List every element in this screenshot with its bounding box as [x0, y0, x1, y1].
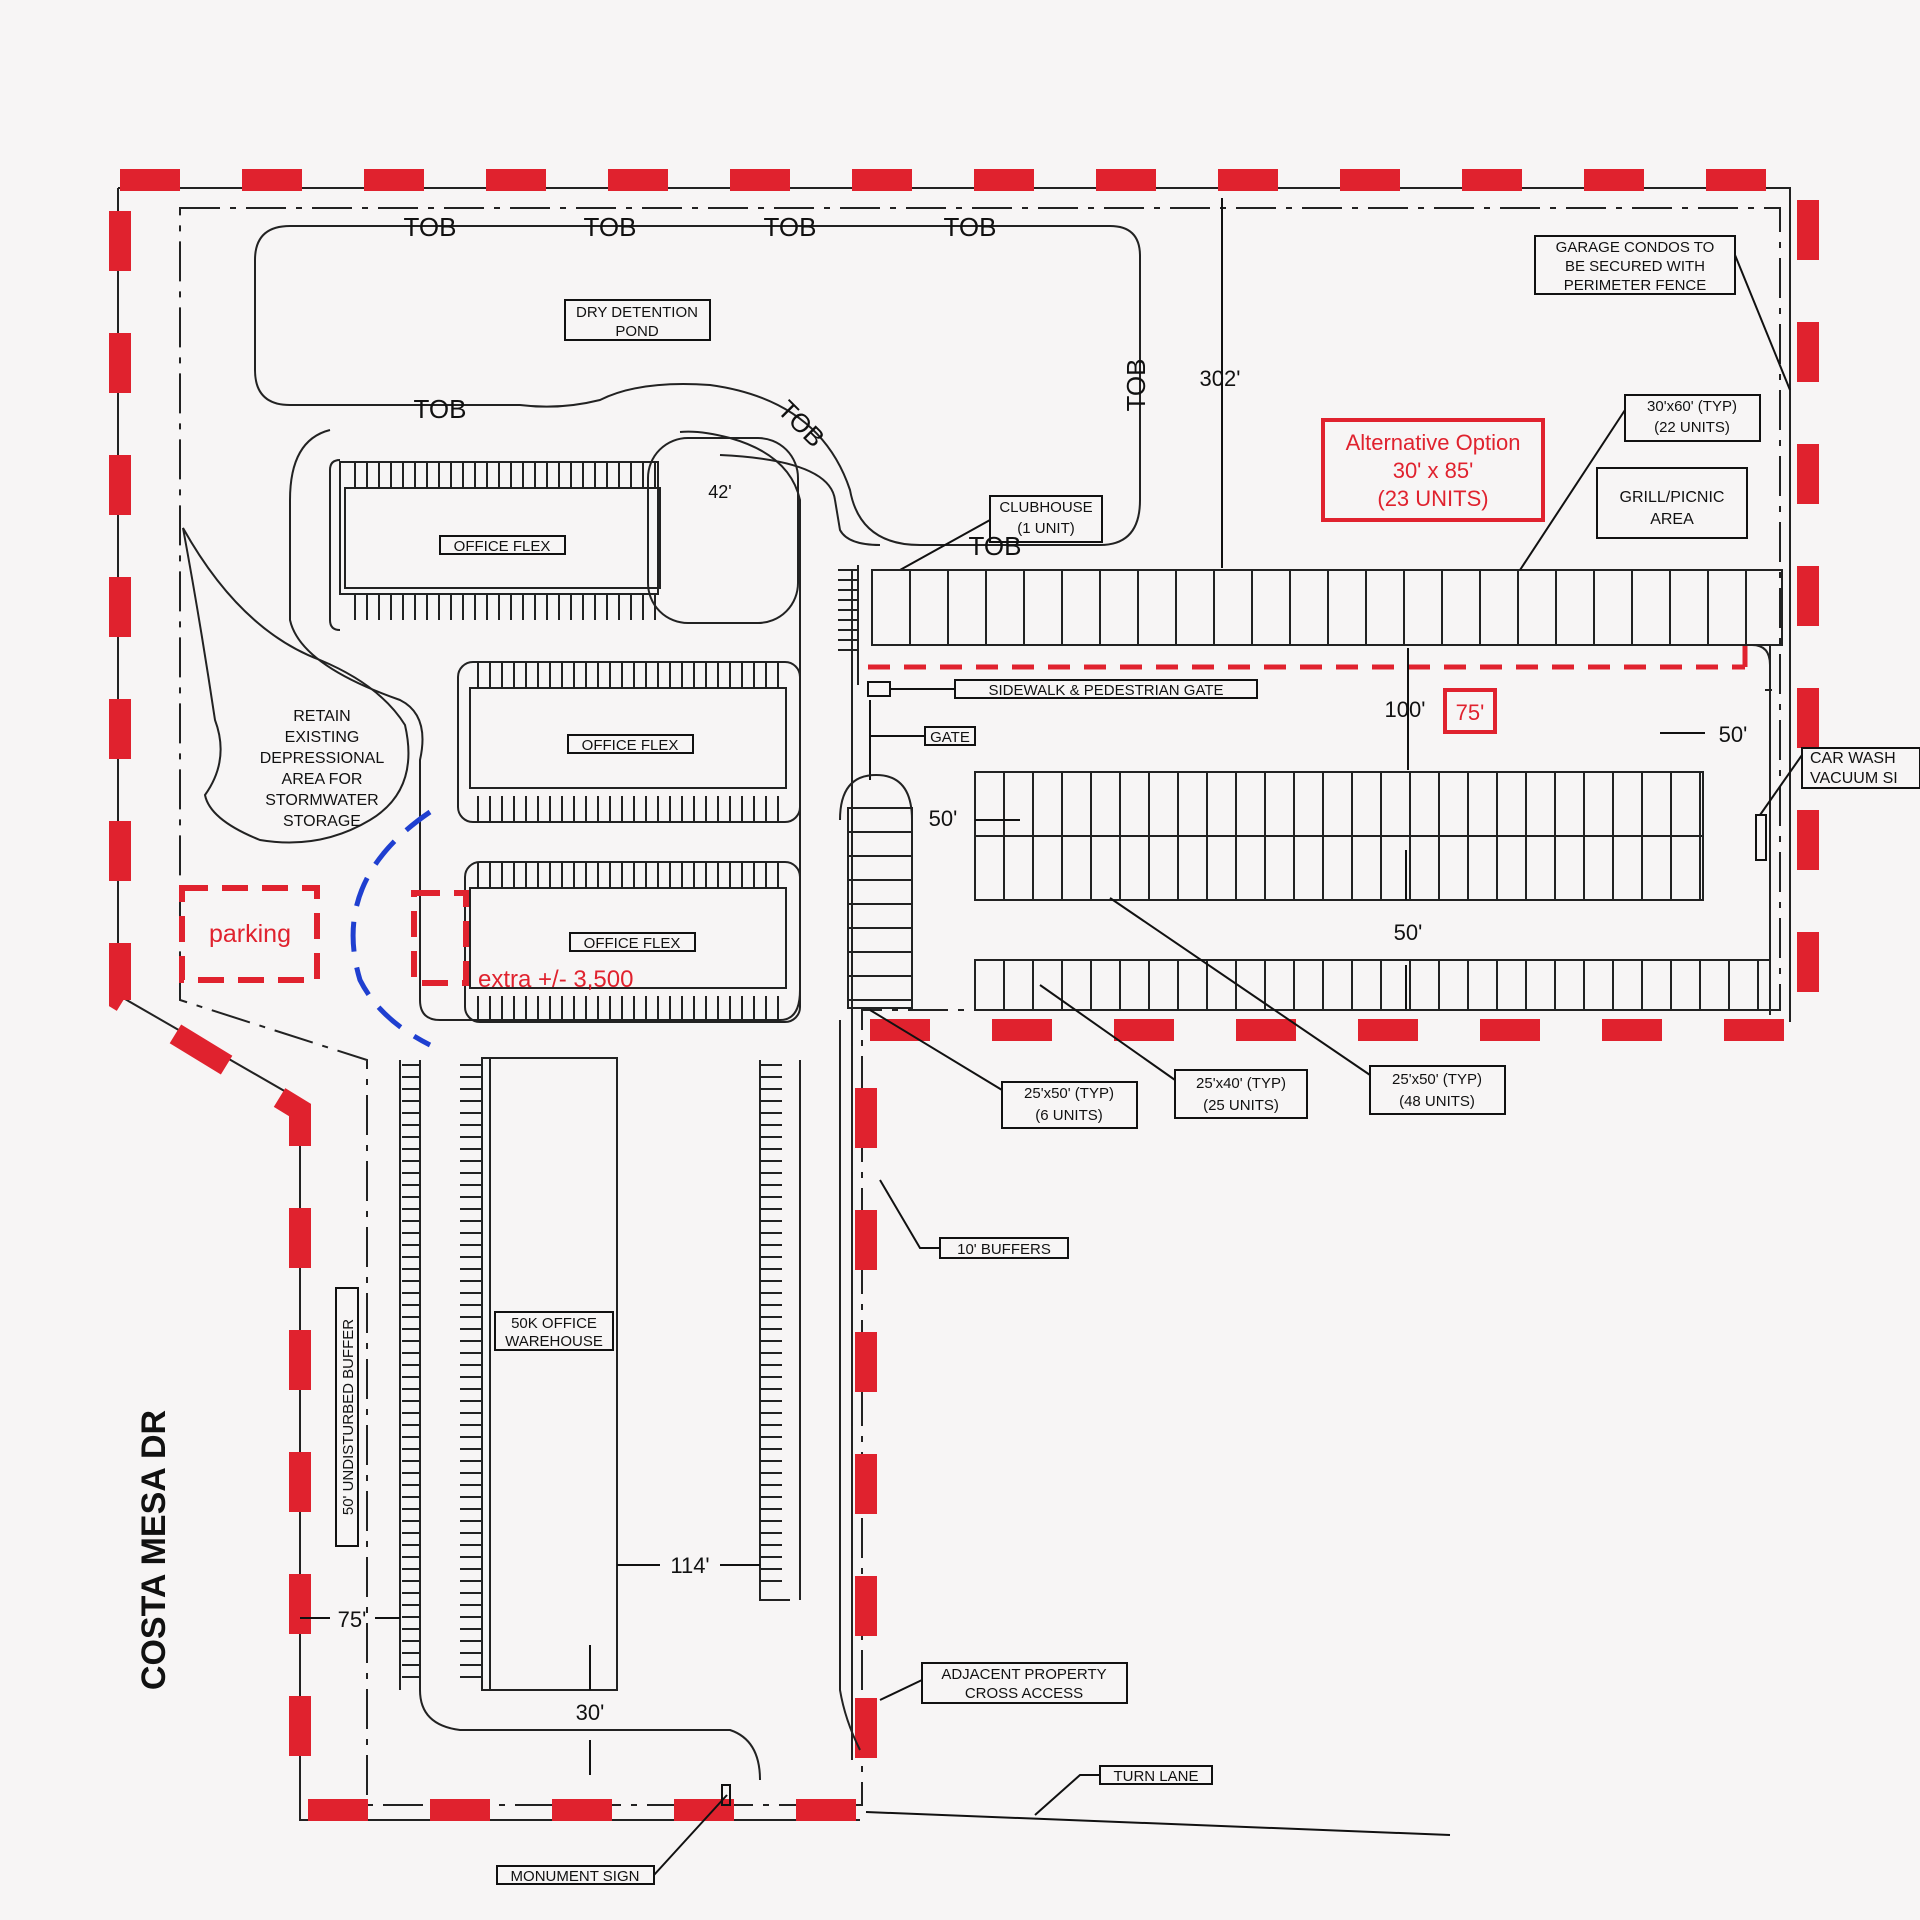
garage-units-middle: [1003, 772, 1701, 900]
unit-25x40-label: (25 UNITS): [1203, 1097, 1279, 1114]
svg-text:STORMWATER: STORMWATER: [265, 792, 378, 809]
garage-condo-row-bottom: [974, 959, 1771, 1011]
street-name-costa-mesa: COSTA MESA DR: [135, 1410, 173, 1690]
monument-sign-label: MONUMENT SIGN: [511, 1868, 640, 1885]
garage-condos-note: PERIMETER FENCE: [1564, 277, 1707, 294]
unit-30x60-label-box: [1624, 394, 1761, 442]
car-wash-label: CAR WASH: [1810, 750, 1896, 767]
proposed-parking-area: [179, 885, 320, 983]
adjacent-property-label: CROSS ACCESS: [965, 1685, 1083, 1702]
garage-condos-note-box: [1534, 235, 1736, 295]
dimension-50-right: 50': [1719, 722, 1748, 747]
buffers-label: 10' BUFFERS: [957, 1241, 1051, 1258]
svg-text:DEPRESSIONAL: DEPRESSIONAL: [260, 750, 385, 767]
unit-25x50-6-label: 25'x50' (TYP): [1024, 1085, 1114, 1102]
dimension-50-mid: 50': [1394, 920, 1423, 945]
car-wash-label: VACUUM SI: [1810, 770, 1898, 787]
dimension-75-red: 75': [1456, 700, 1485, 725]
garage-units-bottom: [1003, 960, 1759, 1010]
tob-label: TOB: [584, 212, 637, 242]
unit-25x50-48-box: [1369, 1065, 1506, 1115]
dimension-100: 100': [1385, 697, 1426, 722]
property-line: [179, 207, 1781, 1806]
pond-label: POND: [615, 323, 659, 340]
svg-text:STORAGE: STORAGE: [283, 813, 361, 830]
clubhouse-label: (1 UNIT): [1017, 520, 1075, 537]
clubhouse-label-box: [989, 495, 1103, 543]
unit-30x60-label: (22 UNITS): [1654, 419, 1730, 436]
extra-area-box: [411, 890, 469, 986]
dry-detention-pond: [254, 225, 1141, 546]
unit-25x40-label: 25'x40' (TYP): [1196, 1075, 1286, 1092]
west-drive: [289, 429, 801, 1021]
dimension-50-left: 50': [929, 806, 958, 831]
undisturbed-buffer-label: 50' UNDISTURBED BUFFER: [340, 1319, 357, 1515]
extra-area-label: extra +/- 3,500: [478, 966, 633, 993]
dimension-42: 42': [708, 482, 731, 502]
dimension-30: 30': [576, 1700, 605, 1725]
garage-units-west: [847, 807, 913, 1009]
clubhouse-label: CLUBHOUSE: [999, 499, 1092, 516]
unit-25x40-box: [1174, 1069, 1308, 1119]
site-boundary-red: [109, 169, 1819, 1821]
parking-stalls-office: [354, 462, 779, 1020]
grill-picnic-label: GRILL/PICNIC: [1620, 489, 1725, 506]
svg-text:RETAIN: RETAIN: [293, 708, 350, 725]
undisturbed-buffer-box: [335, 1287, 359, 1547]
gate-label: GATE: [930, 729, 970, 746]
retain-existing-area: [182, 527, 410, 844]
turn-lane-line: [865, 1811, 1451, 1836]
office-flex-label: OFFICE FLEX: [454, 538, 551, 555]
east-drive: [839, 570, 1772, 1760]
garage-condos-note: BE SECURED WITH: [1565, 258, 1705, 275]
garage-condos-note: GARAGE CONDOS TO: [1556, 239, 1715, 256]
office-flex-building-3: OFFICE FLEX: [464, 861, 801, 1023]
dimension-114: 114': [670, 1553, 709, 1578]
alternative-option-units: (23 UNITS): [1377, 486, 1488, 511]
dimension-75-red-box: [1443, 688, 1497, 734]
office-flex-label: OFFICE FLEX: [582, 737, 679, 754]
turn-lane-label: TURN LANE: [1113, 1768, 1198, 1785]
pond-label-box: [564, 299, 711, 341]
tob-label: TOB: [944, 212, 997, 242]
retain-label: RETAIN EXISTING DEPRESSIONAL AREA FOR ST…: [260, 708, 385, 830]
alternative-option-size: 30' x 85': [1393, 458, 1474, 483]
blue-dashed-arc: [350, 809, 432, 1048]
dimension-302: 302': [1200, 366, 1241, 391]
office-warehouse-label: WAREHOUSE: [505, 1333, 603, 1350]
parking-stalls-warehouse: [402, 1064, 782, 1678]
unit-25x50-48-label: (48 UNITS): [1399, 1093, 1475, 1110]
office-flex-building-2: OFFICE FLEX: [457, 661, 801, 823]
adjacent-property-label: ADJACENT PROPERTY: [941, 1666, 1106, 1683]
tob-label: TOB: [1121, 359, 1151, 412]
pond-label: DRY DETENTION: [576, 304, 698, 321]
parking-label: parking: [209, 920, 291, 948]
office-flex-label: OFFICE FLEX: [584, 935, 681, 952]
tob-label: TOB: [764, 212, 817, 242]
unit-25x50-6-box: [1001, 1081, 1138, 1129]
tob-label: TOB: [969, 531, 1022, 561]
grill-picnic-label: AREA: [1650, 511, 1694, 528]
unit-25x50-48-label: 25'x50' (TYP): [1392, 1071, 1482, 1088]
dimension-75-left: 75': [338, 1607, 367, 1632]
alternative-option-box: [1321, 418, 1545, 522]
unit-25x50-6-label: (6 UNITS): [1035, 1107, 1103, 1124]
svg-text:AREA FOR: AREA FOR: [282, 771, 363, 788]
unit-30x60-label: 30'x60' (TYP): [1647, 398, 1737, 415]
office-warehouse-label: 50K OFFICE: [511, 1315, 597, 1332]
office-warehouse-building: [481, 1057, 618, 1691]
office-flex-building-1: OFFICE FLEX 42': [329, 437, 799, 631]
tob-label: TOB: [414, 394, 467, 424]
tob-label: TOB: [404, 212, 457, 242]
grill-picnic-box: [1596, 467, 1748, 539]
sidewalk-gate-label: SIDEWALK & PEDESTRIAN GATE: [988, 682, 1223, 699]
outer-thin-line: [117, 187, 1791, 1821]
alternative-option-title: Alternative Option: [1346, 430, 1521, 455]
garage-units-top: [909, 570, 1747, 645]
svg-text:EXISTING: EXISTING: [285, 729, 360, 746]
adjacent-property-box: [921, 1662, 1128, 1704]
